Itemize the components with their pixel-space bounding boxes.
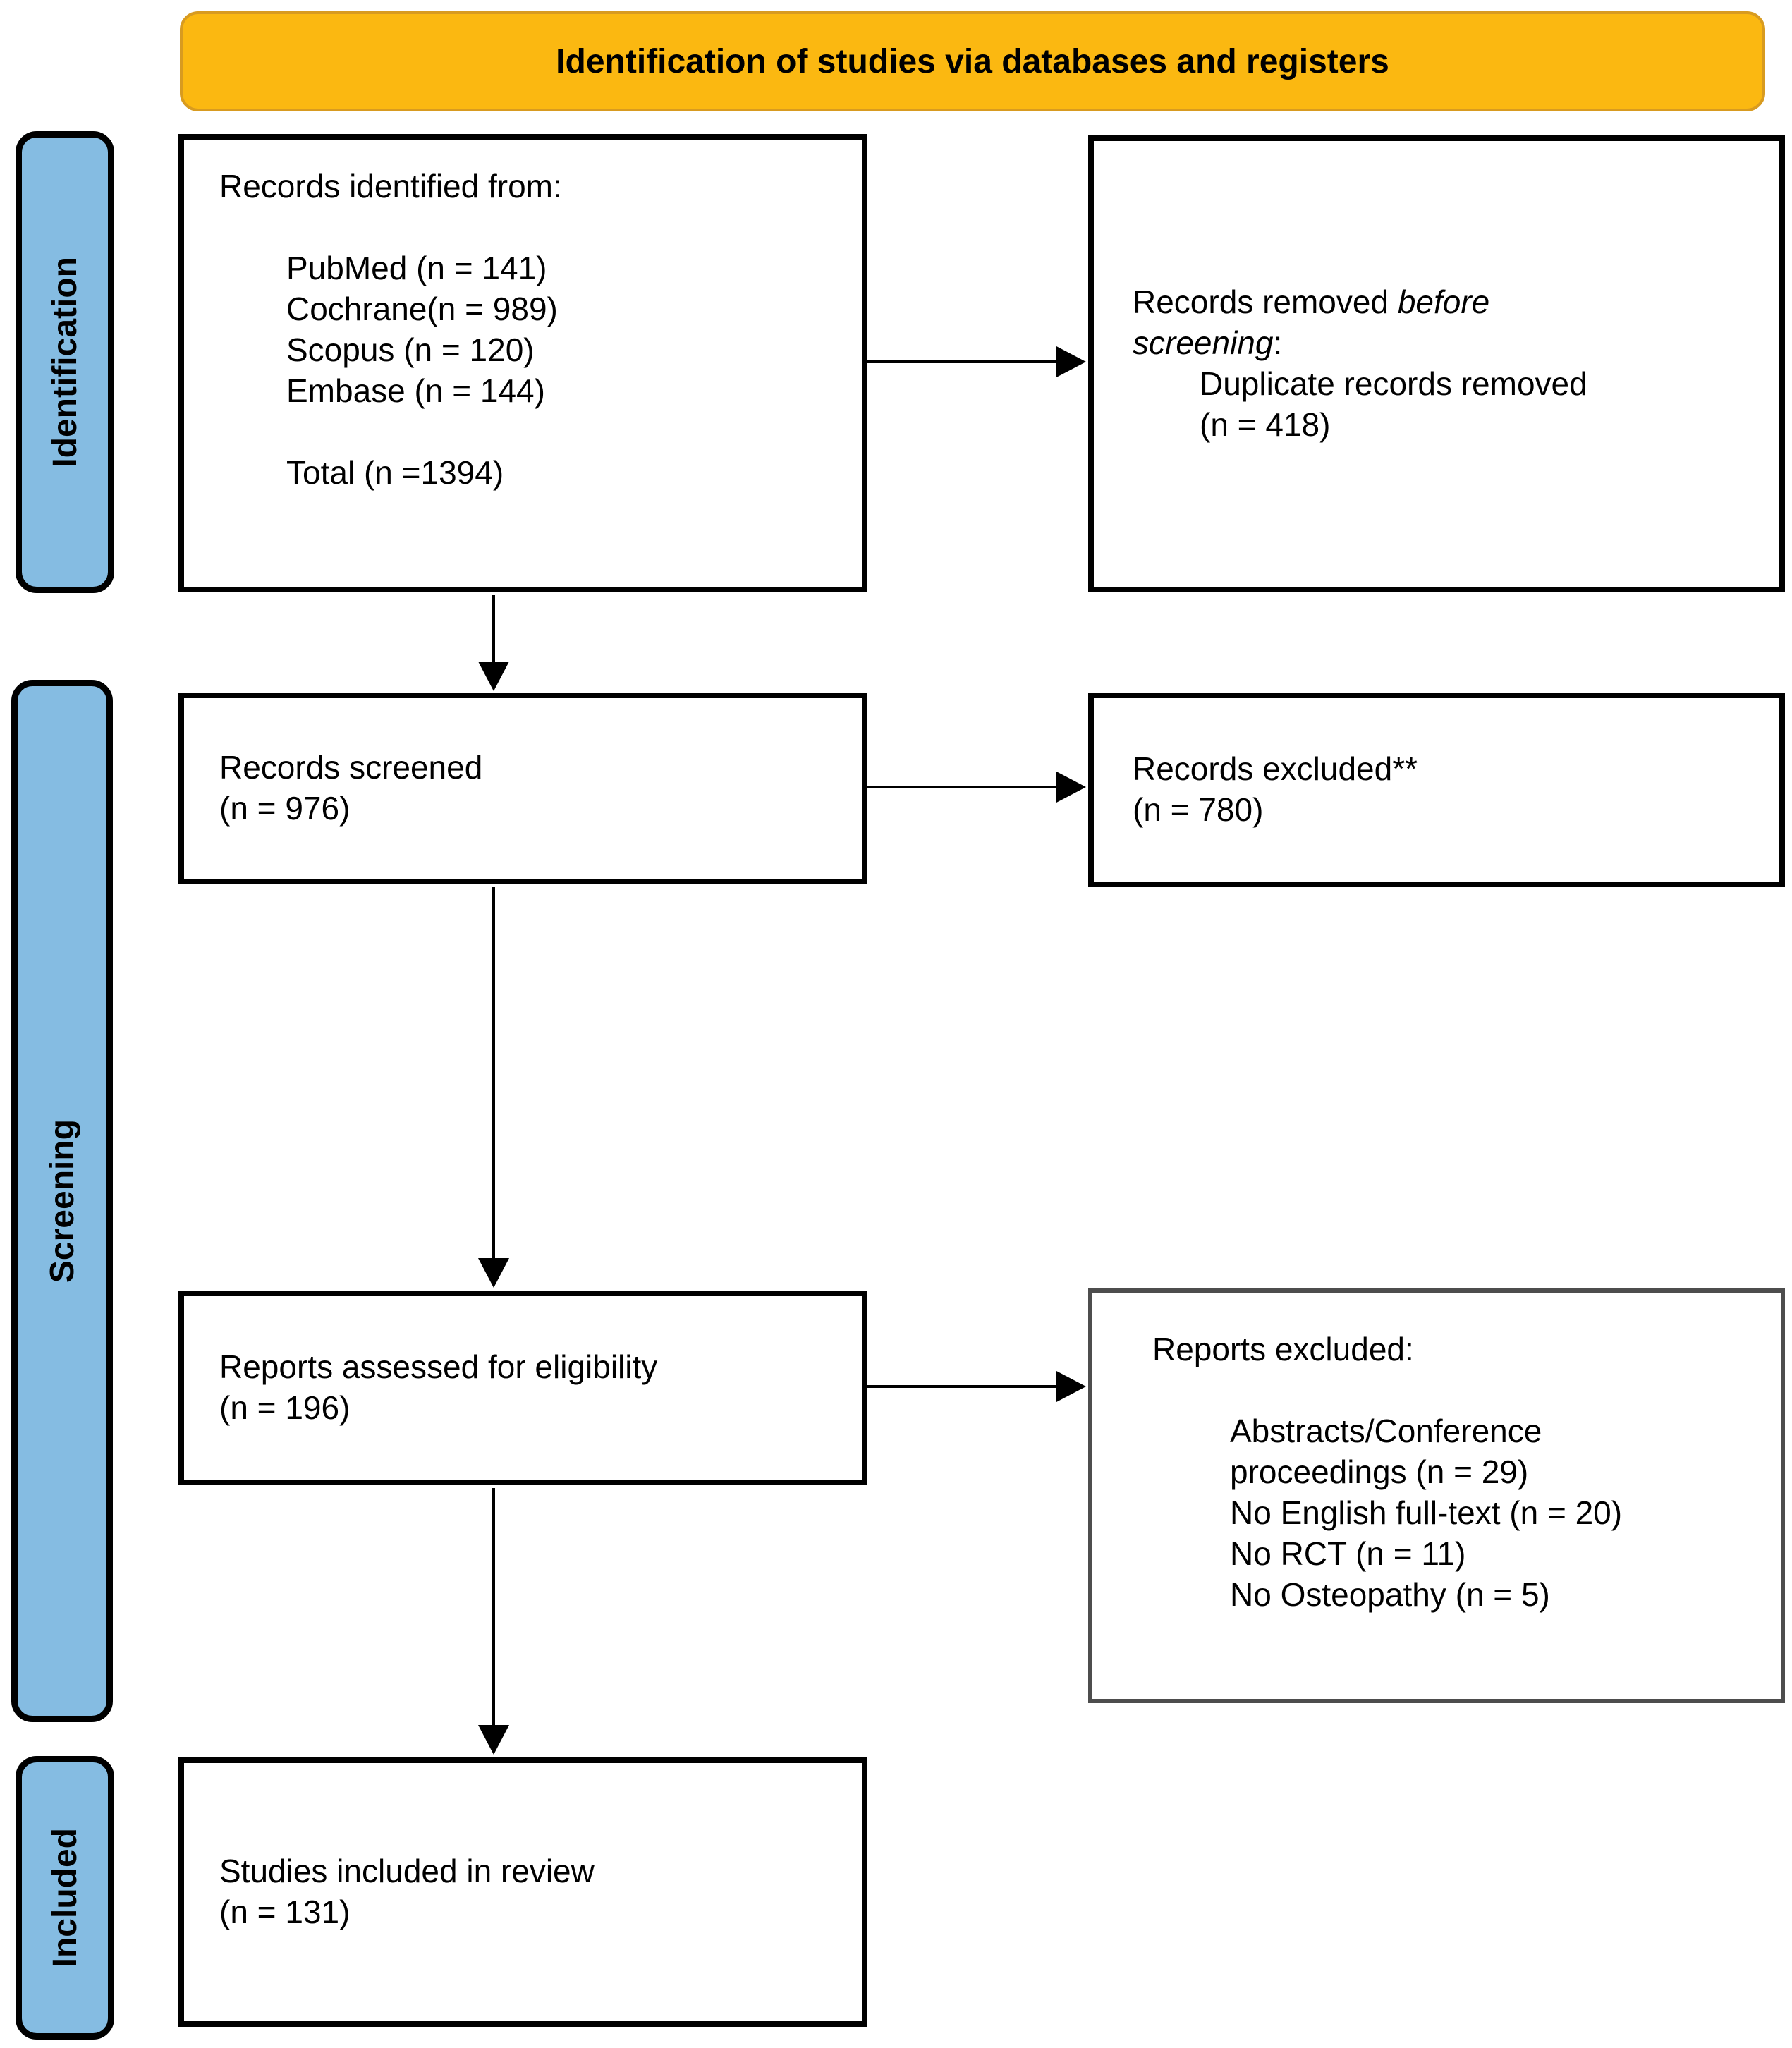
list-line: (n = 418) [1200,406,1331,443]
spacer [219,412,848,453]
box-label: Records screened [219,749,483,786]
list-line: Embase (n = 144) [286,372,545,409]
arrow-assessed-to-included-line [492,1488,495,1726]
spacer [1152,1370,1767,1411]
arrow-identified-to-removed-head [1056,346,1086,377]
stage-label-identification: Identification [16,131,114,593]
arrow-screened-to-assessed-head [478,1258,509,1288]
total-line: Total (n =1394) [286,454,504,491]
excluded-list: Abstracts/Conference proceedings (n = 29)… [1152,1411,1767,1616]
box-title: Records identified from: [219,168,562,205]
stage-label-included-text: Included [46,1828,84,1968]
source-list: PubMed (n = 141) Cochrane(n = 989) Scopus … [219,248,848,412]
list-line: Scopus (n = 120) [286,331,535,368]
list-line: Duplicate records removed [1200,365,1587,402]
box-records-screened: Records screened (n = 976) [178,693,867,884]
list-line: Cochrane(n = 989) [286,291,558,327]
box-studies-included: Studies included in review (n = 131) [178,1757,867,2027]
box-count: (n = 131) [219,1894,351,1930]
box-count: (n = 196) [219,1389,351,1426]
list-line: No Osteopathy (n = 5) [1230,1576,1550,1613]
list-line: Abstracts/Conference [1230,1413,1542,1449]
arrow-identified-to-removed-line [867,360,1058,363]
list-line: proceedings (n = 29) [1230,1453,1529,1490]
box-records-excluded: Records excluded** (n = 780) [1088,693,1785,887]
stage-label-screening: Screening [11,680,113,1722]
list-line: No RCT (n = 11) [1230,1535,1466,1572]
stage-label-screening-text: Screening [43,1119,81,1284]
arrow-screened-to-excluded-head [1056,772,1086,803]
arrow-identified-to-screened-head [478,662,509,691]
box-records-identified: Records identified from: PubMed (n = 141… [178,134,867,592]
banner-identification-of-studies: Identification of studies via databases … [180,11,1765,111]
arrow-identified-to-screened-line [492,595,495,663]
banner-label: Identification of studies via databases … [556,42,1389,80]
box-count: (n = 780) [1133,791,1264,828]
removed-list: Duplicate records removed (n = 418) [1133,364,1765,446]
arrow-screened-to-assessed-line [492,887,495,1260]
arrow-assessed-to-excluded-line [867,1385,1058,1388]
arrow-assessed-to-excluded-head [1056,1371,1086,1402]
box-reports-assessed: Reports assessed for eligibility (n = 19… [178,1291,867,1485]
stage-label-identification-text: Identification [46,257,84,468]
arrow-assessed-to-included-head [478,1725,509,1755]
box-title-line2: screening: [1133,324,1283,361]
box-label: Records excluded** [1133,750,1418,787]
box-records-removed-before-screening: Records removed before screening: Duplic… [1088,135,1785,592]
box-label: Studies included in review [219,1853,595,1889]
stage-label-included: Included [16,1756,114,2040]
box-reports-excluded: Reports excluded: Abstracts/Conference pr… [1088,1288,1785,1703]
spacer [219,207,848,248]
box-label: Reports assessed for eligibility [219,1348,658,1385]
box-title: Reports excluded: [1152,1331,1414,1367]
list-line: No English full-text (n = 20) [1230,1494,1623,1531]
box-count: (n = 976) [219,790,351,827]
box-title-line1: Records removed before [1133,284,1490,320]
list-line: PubMed (n = 141) [286,250,547,286]
arrow-screened-to-excluded-line [867,786,1058,788]
